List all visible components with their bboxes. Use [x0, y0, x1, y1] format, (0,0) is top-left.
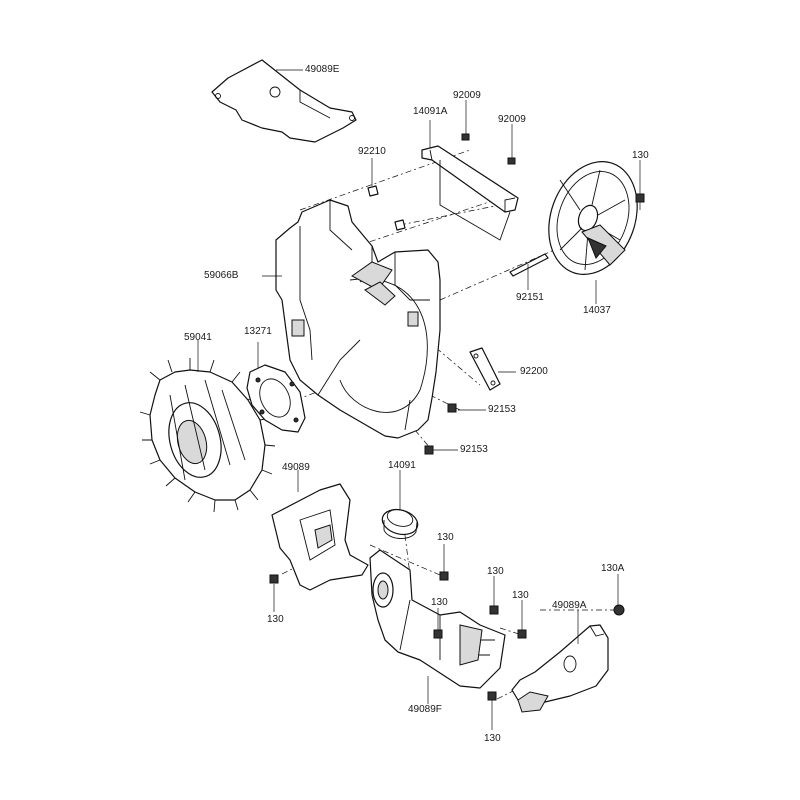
bolt-92009-b[interactable]: [507, 157, 516, 165]
callout-49089[interactable]: 49089: [282, 462, 310, 473]
callout-49089E[interactable]: 49089E: [305, 64, 340, 75]
flywheel-59041[interactable]: [139, 358, 276, 513]
callout-130-top[interactable]: 130: [632, 150, 649, 161]
callout-130-a[interactable]: 130: [267, 614, 284, 625]
screen-disc-14037[interactable]: [534, 149, 653, 287]
shaft-92151[interactable]: [509, 253, 549, 277]
callout-49089A[interactable]: 49089A: [552, 600, 587, 611]
callout-14091[interactable]: 14091: [388, 460, 416, 471]
nut-92210[interactable]: [367, 185, 406, 231]
bolt-130-a[interactable]: [269, 574, 279, 584]
callout-92151[interactable]: 92151: [516, 292, 544, 303]
callout-14091A[interactable]: 14091A: [413, 106, 448, 117]
bolt-130-b[interactable]: [439, 571, 449, 581]
bolt-130-d[interactable]: [433, 629, 443, 639]
hub-plate-13271[interactable]: [246, 364, 306, 433]
callout-92153-a[interactable]: 92153: [488, 404, 516, 415]
callout-13271[interactable]: 13271: [244, 326, 272, 337]
bolt-92009-a[interactable]: [461, 133, 470, 141]
bolt-130-e[interactable]: [517, 629, 527, 639]
callout-59041[interactable]: 59041: [184, 332, 212, 343]
callout-130A[interactable]: 130A: [601, 563, 625, 574]
callout-130-e[interactable]: 130: [512, 590, 529, 601]
callout-14037[interactable]: 14037: [583, 305, 611, 316]
bolt-92153-a[interactable]: [447, 403, 457, 413]
callout-92210[interactable]: 92210: [358, 146, 386, 157]
frame-49089F[interactable]: [369, 549, 506, 689]
callout-92200[interactable]: 92200: [520, 366, 548, 377]
callout-130-f[interactable]: 130: [484, 733, 501, 744]
nut-130A[interactable]: [613, 604, 625, 616]
cover-49089A[interactable]: [511, 624, 609, 713]
plate-92200[interactable]: [469, 347, 501, 391]
bolt-130-c[interactable]: [489, 605, 499, 615]
cover-49089[interactable]: [271, 483, 369, 591]
callout-92009-a[interactable]: 92009: [453, 90, 481, 101]
bolt-130-f[interactable]: [487, 691, 497, 701]
leader-lines: [197, 69, 641, 730]
callout-59066B[interactable]: 59066B: [204, 270, 239, 281]
cover-plate-49089E[interactable]: [211, 59, 357, 143]
fan-housing-59066B[interactable]: [275, 199, 441, 439]
bushing-14091[interactable]: [380, 506, 421, 539]
callout-130-c[interactable]: 130: [487, 566, 504, 577]
callout-92153-b[interactable]: 92153: [460, 444, 488, 455]
callout-130-b[interactable]: 130: [437, 532, 454, 543]
callout-92009-b[interactable]: 92009: [498, 114, 526, 125]
callout-49089F[interactable]: 49089F: [408, 704, 442, 715]
bracket-14091A[interactable]: [421, 145, 519, 241]
callout-130-d[interactable]: 130: [431, 597, 448, 608]
bolt-92153-b[interactable]: [424, 445, 434, 455]
